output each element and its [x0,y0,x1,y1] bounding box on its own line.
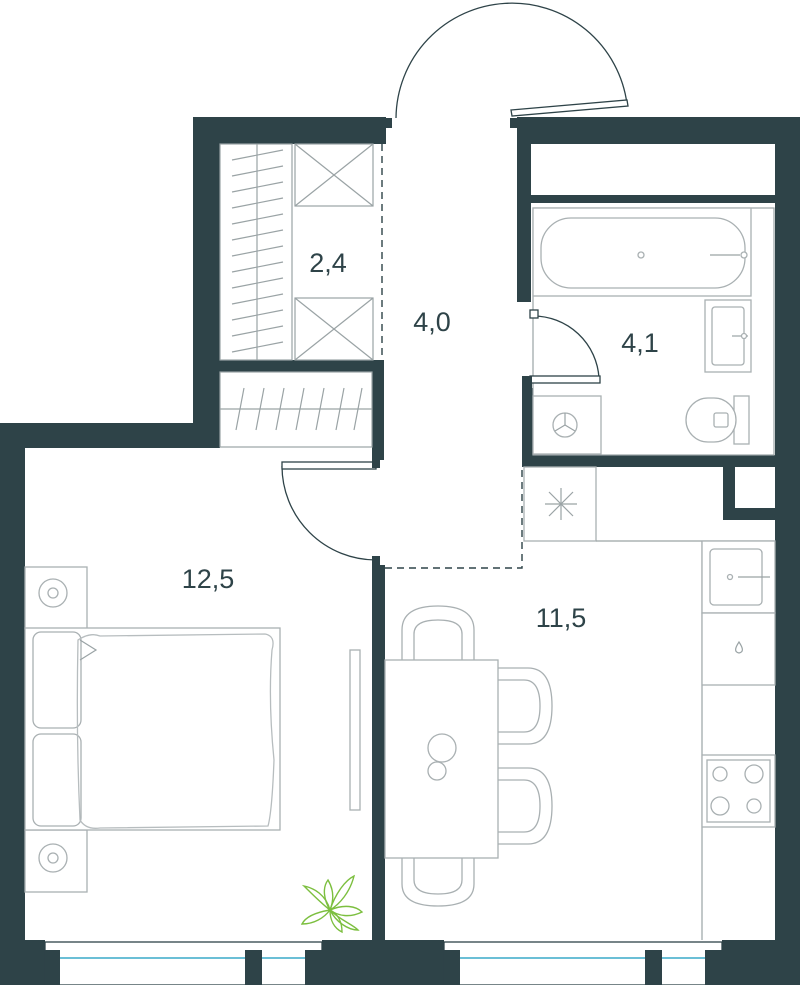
bedroom-door [281,458,380,566]
kitchen-sink [701,540,776,614]
walls [0,117,800,985]
kitchen [523,466,776,940]
chair-right-lower [498,767,553,845]
tv-stand [349,649,361,811]
window-kitchen [443,941,723,985]
chair-right-upper [498,667,553,745]
chair-top [401,605,475,660]
hall-wardrobe [219,371,373,448]
area-labels: 2,4 4,0 4,1 12,5 11,5 [182,248,659,633]
shelf-units [294,143,374,361]
nightstand-top [24,566,88,630]
storage-room [219,143,383,361]
kitchen-cabinet [523,466,597,542]
area-label-hallway: 4,0 [413,307,451,337]
double-bed [24,627,281,831]
area-label-bedroom: 12,5 [182,564,235,594]
vase-large [427,733,457,763]
dining-set [384,605,553,907]
washing-machine [532,395,602,455]
window-bedroom [44,941,323,985]
bathroom-door [522,309,601,388]
clothes-hangers [231,144,284,360]
stove [701,754,776,828]
plant-icon [300,874,364,934]
bedroom [24,566,364,934]
chair-bottom [401,858,475,907]
bathroom [522,207,775,456]
toilet [685,395,750,445]
area-label-bathroom: 4,1 [621,328,659,358]
nightstand-bottom [24,829,88,893]
vase-small [427,761,447,781]
bathtub [532,207,752,297]
area-label-storage: 2,4 [309,248,347,278]
bathroom-sink [704,299,752,373]
windows [44,941,723,985]
dishwasher [701,612,776,686]
entrance-door [395,2,629,119]
area-label-kitchen-living: 11,5 [536,603,587,633]
